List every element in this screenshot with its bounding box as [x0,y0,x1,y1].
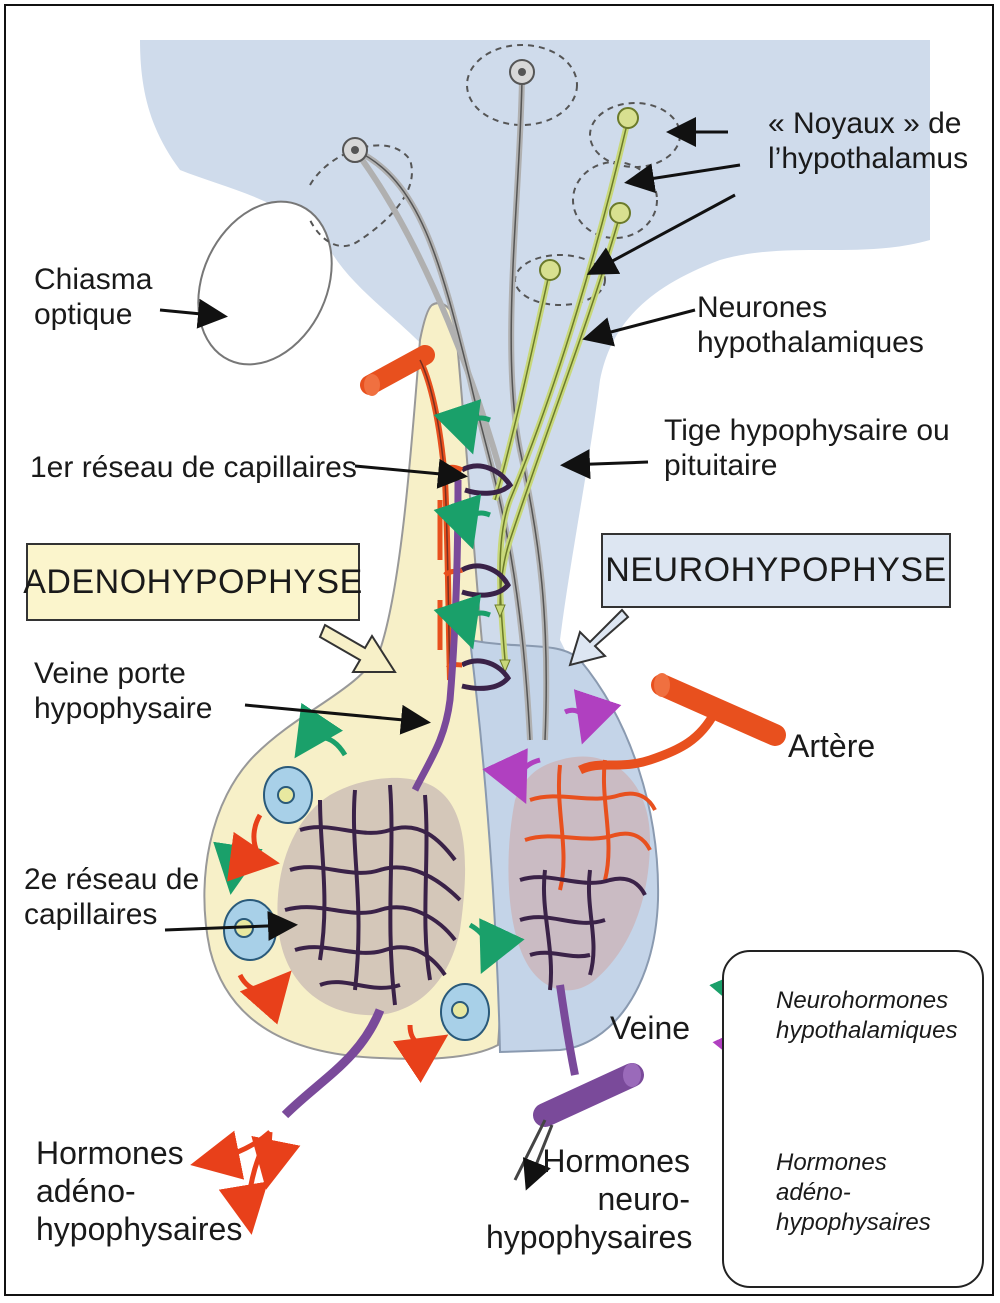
legend-box: Neurohormones hypothalamiques Hormones a… [722,950,984,1288]
label-neurones: Neurones hypothalamiques [697,290,924,361]
label-artere: Artère [788,728,875,766]
label-veine: Veine [610,1010,690,1048]
label-veine-porte: Veine porte hypophysaire [34,656,212,727]
secondary-capillary-network [277,778,465,1115]
label-reseau2: 2e réseau de capillaires [24,862,199,933]
label-tige: Tige hypophysaire ou pituitaire [664,413,950,484]
label-hormones-neuro: Hormones neuro- hypophysaires [486,1143,690,1256]
label-reseau1: 1er réseau de capillaires [30,450,357,485]
neurohypophyse-box: NEUROHYPOPHYSE [601,533,951,608]
neuron-body-icon [618,108,638,128]
neuron-body-icon [610,203,630,223]
adenohypophyse-box: ADENOHYPOPHYSE [26,543,360,621]
label-chiasma: Chiasma optique [34,262,152,333]
neuro-block-arrow [570,610,628,665]
legend-hormones-adeno: Hormones adéno- hypophysaires [776,1148,931,1238]
label-noyaux: « Noyaux » de l’hypothalamus [768,106,968,177]
legend-neurohormones: Neurohormones hypothalamiques [776,986,957,1046]
label-hormones-adeno: Hormones adéno- hypophysaires [36,1135,242,1248]
neuron-body-icon [540,260,560,280]
